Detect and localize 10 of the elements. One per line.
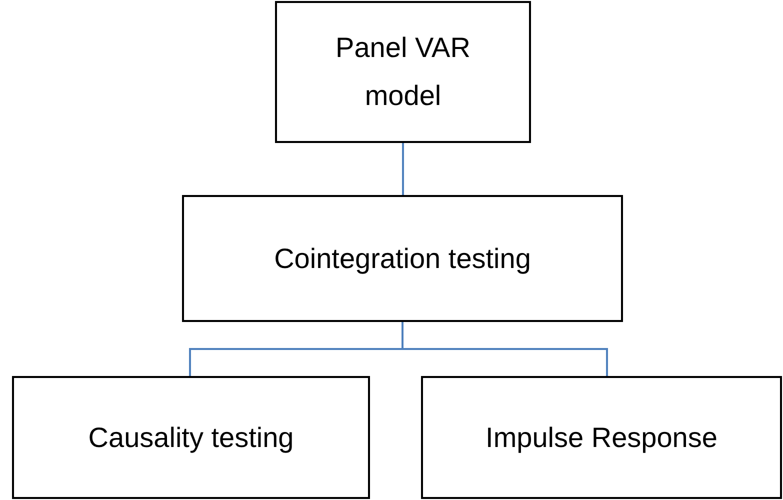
box-label: Cointegration testing (274, 242, 531, 276)
process-box (12, 376, 370, 499)
box-label: Causality testing (88, 420, 294, 455)
process-box (421, 376, 782, 499)
connector-line (402, 143, 404, 195)
box-label: Panel VAR model (334, 31, 472, 113)
process-box (275, 1, 531, 143)
process-box (182, 195, 623, 322)
box-label: Impulse Response (486, 420, 718, 455)
connector-line (402, 322, 608, 376)
